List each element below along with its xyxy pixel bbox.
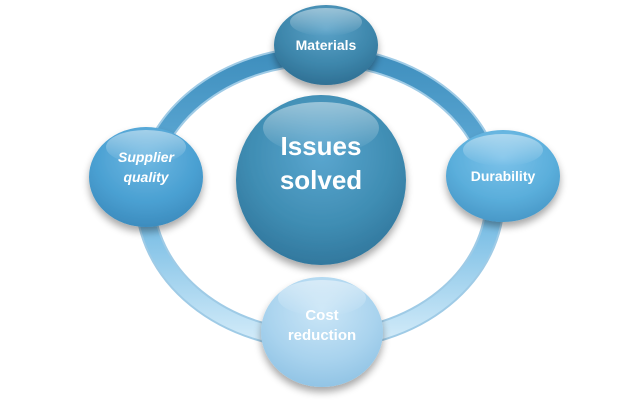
- label-line: Supplier: [118, 149, 176, 165]
- node-label-cost-reduction: Cost reduction: [288, 307, 356, 344]
- label-line: reduction: [288, 327, 356, 344]
- node-cost-reduction: Cost reduction: [261, 277, 383, 387]
- center-label: Issues solved: [280, 131, 362, 195]
- node-supplier-quality: Supplier quality: [89, 127, 203, 227]
- node-label-supplier-quality: Supplier quality: [118, 149, 176, 185]
- label-line: Durability: [471, 168, 536, 184]
- center-node: Issues solved: [236, 95, 406, 265]
- label-line: solved: [280, 165, 362, 195]
- node-label-durability: Durability: [471, 168, 536, 184]
- label-line: Materials: [296, 37, 357, 53]
- label-line: Cost: [305, 307, 338, 324]
- label-line: quality: [123, 169, 169, 185]
- label-line: Issues: [281, 131, 362, 161]
- node-materials: Materials: [274, 5, 378, 85]
- node-durability: Durability: [446, 130, 560, 222]
- node-label-materials: Materials: [296, 37, 357, 53]
